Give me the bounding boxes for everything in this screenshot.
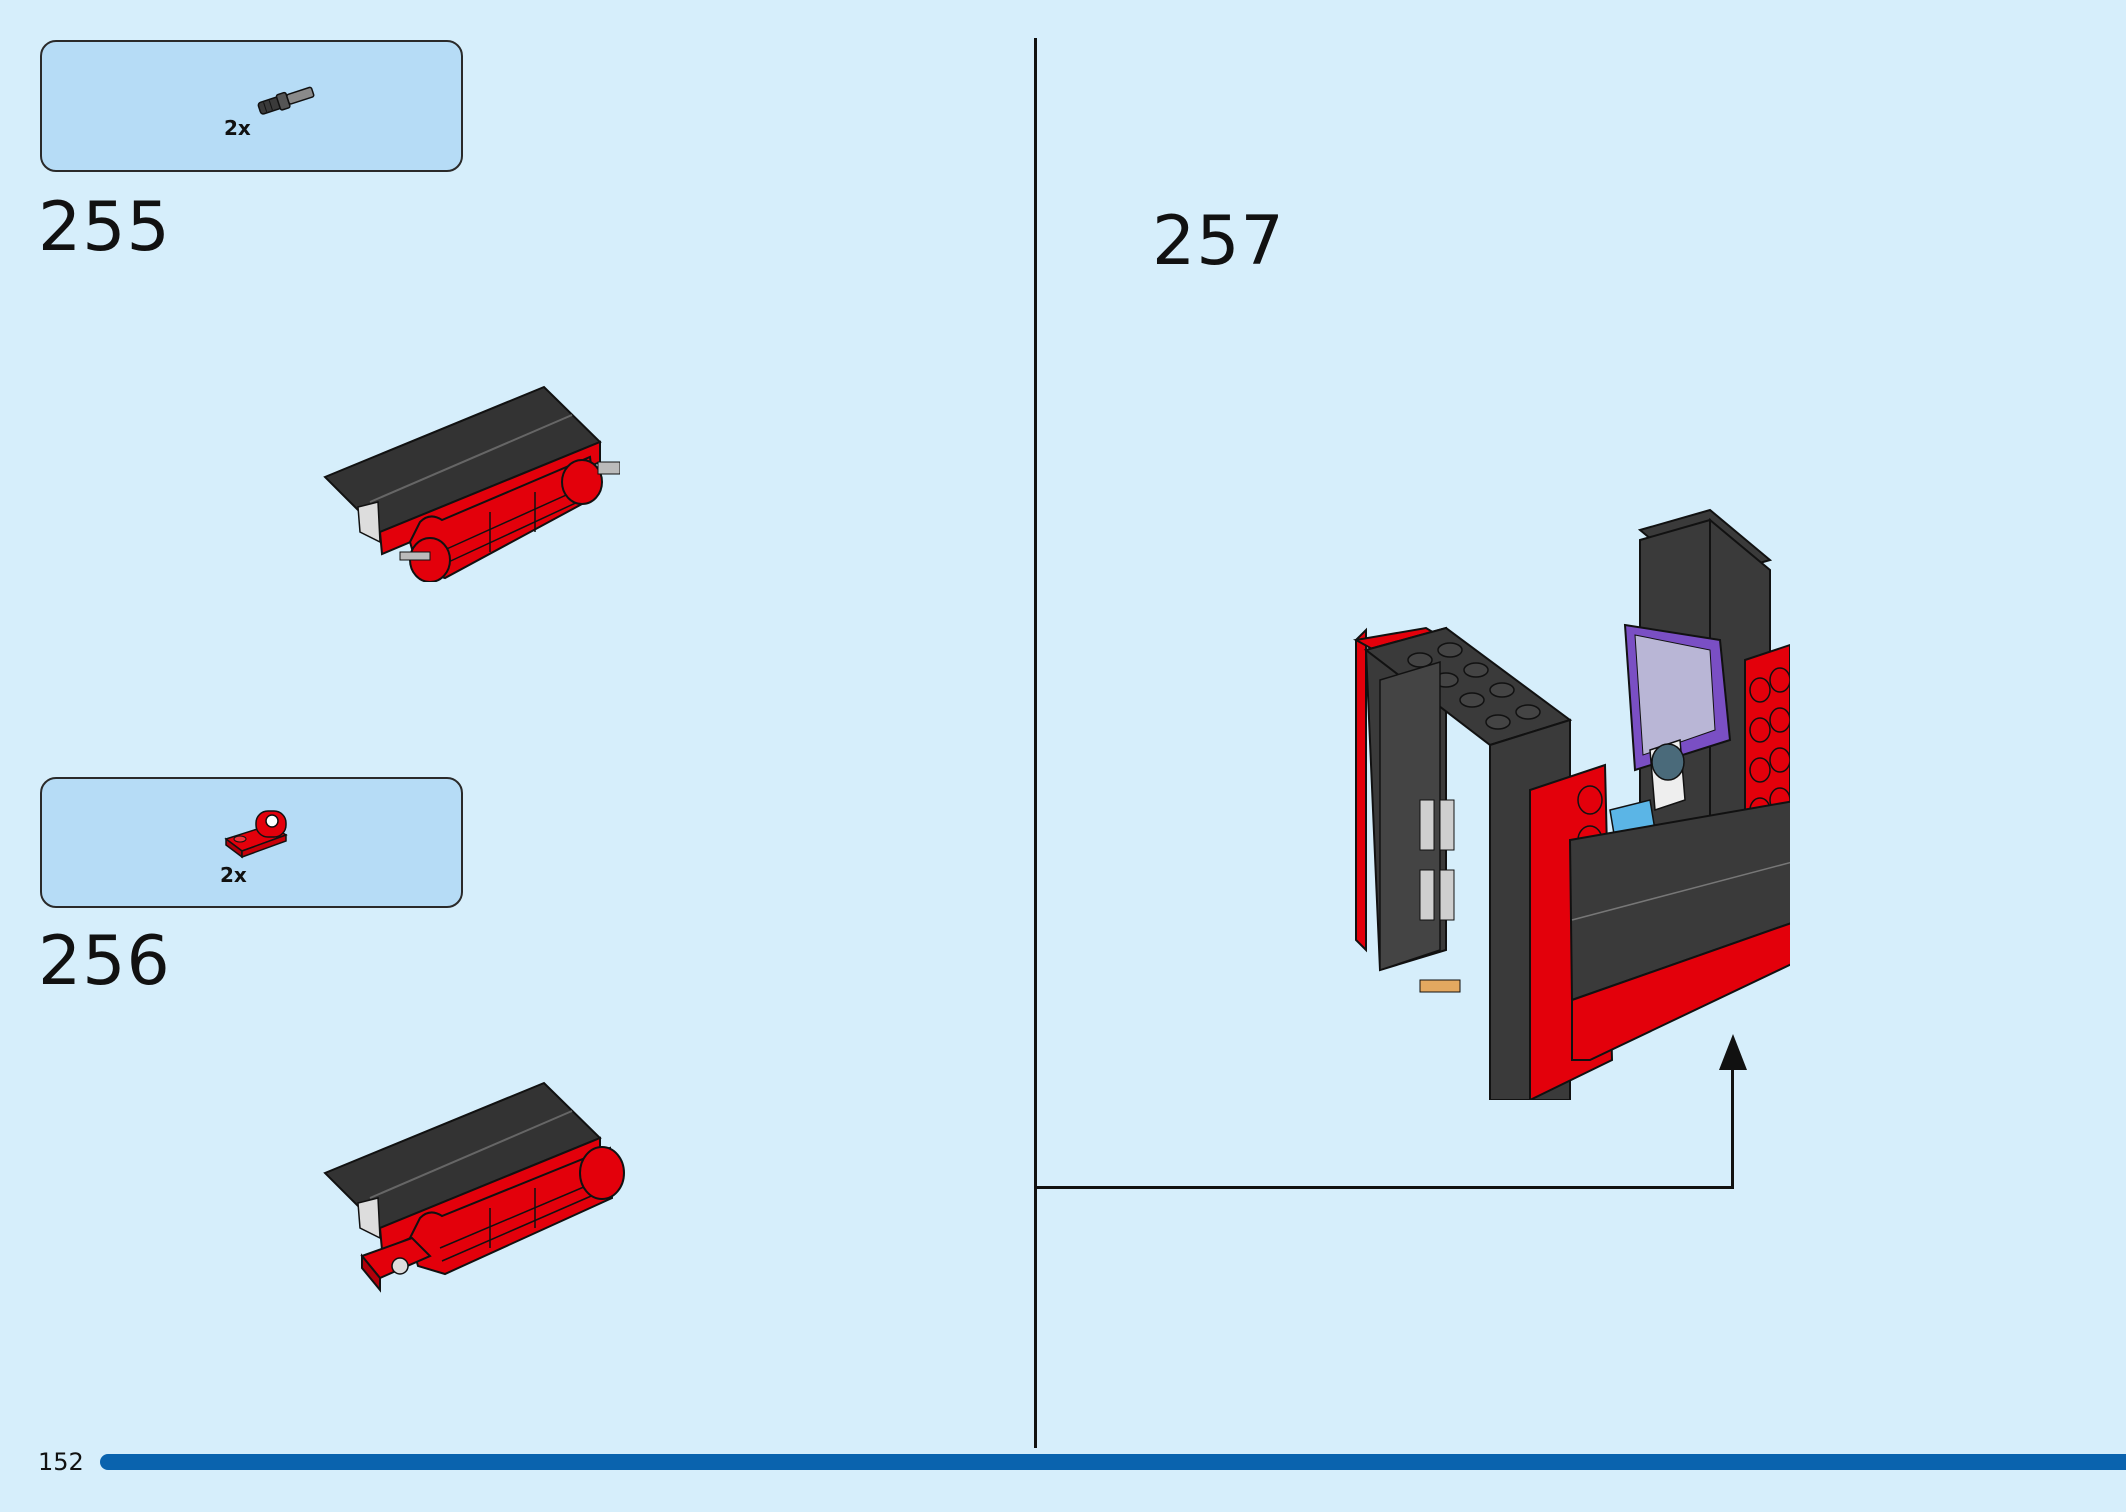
- step-256-assembly-illustration: [323, 1081, 625, 1293]
- parts-box-step-256: 2x: [40, 777, 463, 908]
- step-number-255: 255: [38, 188, 171, 267]
- part-quantity: 2x: [220, 863, 247, 887]
- callout-line-vertical: [1731, 1050, 1734, 1189]
- red-plate-part-icon: [224, 810, 288, 859]
- progress-bar: [100, 1454, 2126, 1470]
- step-255-assembly-illustration: [323, 385, 620, 582]
- step-number-256: 256: [38, 922, 171, 1001]
- page-number: 152: [38, 1448, 84, 1476]
- parts-box-step-255: 2x: [40, 40, 463, 172]
- page-column-divider: [1034, 38, 1037, 1448]
- step-number-257: 257: [1152, 202, 1285, 281]
- part-quantity: 2x: [224, 116, 251, 140]
- axle-pin-part-icon: [257, 86, 315, 115]
- progress-bar-fill: [100, 1454, 2126, 1470]
- callout-line: [1034, 1186, 1734, 1189]
- callout-arrow-icon: [1719, 1034, 1747, 1070]
- step-257-assembly-illustration: [1353, 508, 1790, 1100]
